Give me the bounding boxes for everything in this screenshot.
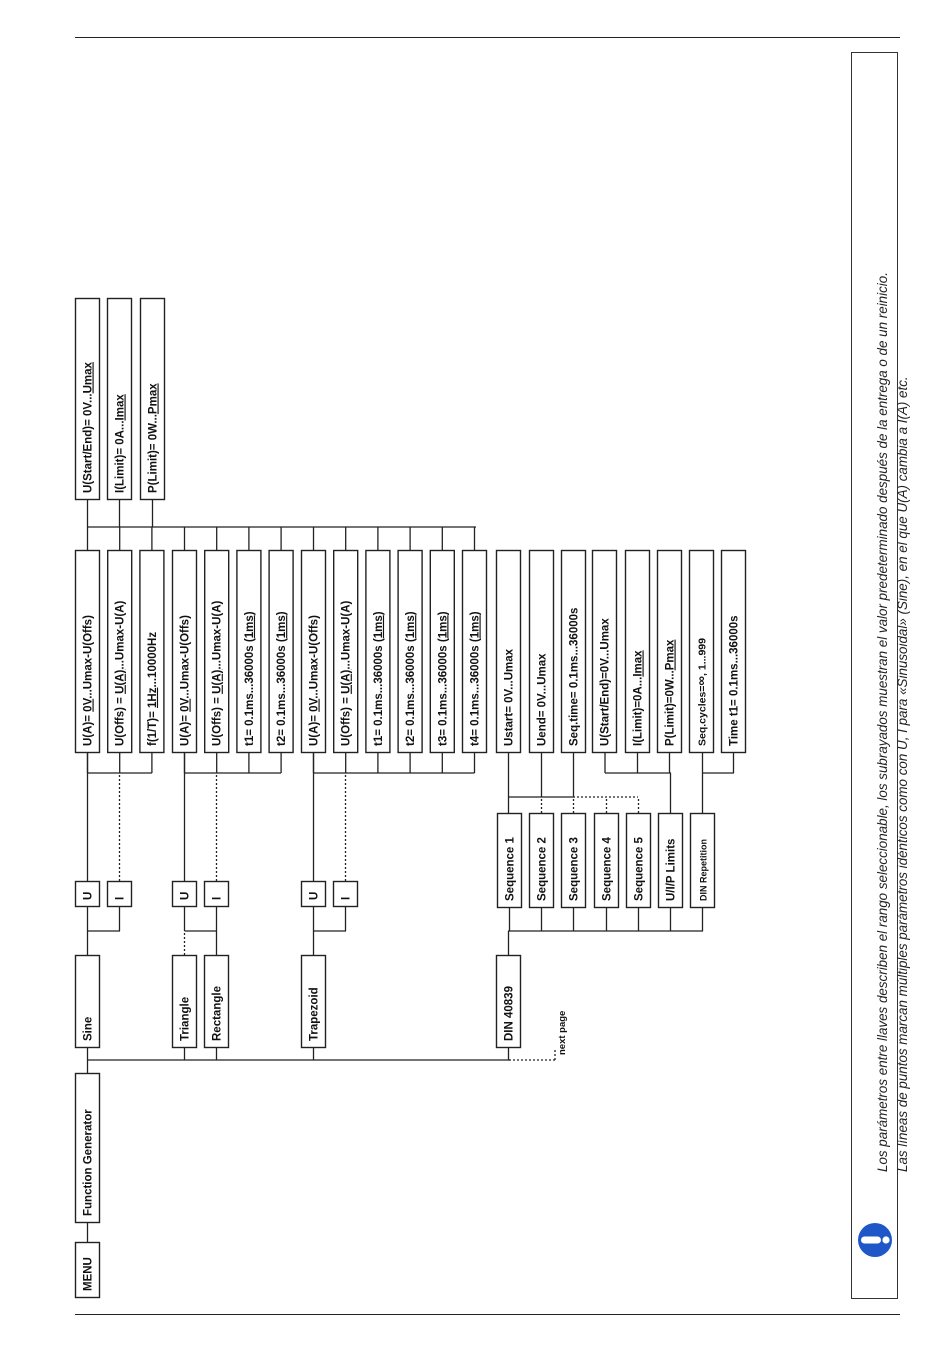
next-page-label: next page: [557, 1011, 568, 1055]
din-param-6: P(Limit)=0W...Pmax: [665, 639, 677, 746]
sine-i-selector-box: [106, 880, 133, 908]
sine-param-2: U(Offs) = U(A)...Umax-U(A): [115, 600, 127, 746]
waveform-sine-box: [74, 954, 101, 1049]
din-item-2-box: [528, 812, 555, 909]
info-note-box: [851, 52, 898, 1299]
din-param-1-box: [495, 549, 522, 754]
din-param-4-box: [591, 549, 618, 754]
sine-u-selector: U: [83, 892, 95, 900]
sine-i-selector: I: [115, 897, 127, 900]
note-line-1: Los parámetros entre llaves describen el…: [875, 272, 890, 1172]
din-item-7: DIN Repetition: [699, 839, 709, 901]
din-item-5-box: [625, 812, 652, 909]
din-item-2: Sequence 2: [537, 837, 549, 901]
info-icon: [858, 1223, 892, 1257]
din-item-3: Sequence 3: [569, 837, 581, 901]
waveform-trapezoid-box: [300, 954, 327, 1049]
din-param-8-box: [720, 549, 747, 754]
din-param-7-box: [688, 549, 715, 754]
limit-i: I(Limit)= 0A...Imax: [115, 394, 127, 493]
din-item-1-box: [496, 812, 523, 909]
din-param-2-box: [528, 549, 555, 754]
limit-p: P(Limit)= 0W...Pmax: [148, 383, 160, 493]
waveform-triangle: Triangle: [180, 997, 192, 1041]
tri-rect-param-2-box: [203, 549, 230, 754]
trap-i-selector: I: [341, 897, 353, 900]
limit-u-start-end-box: [74, 297, 101, 501]
tri-rect-param-3-box: [236, 549, 262, 754]
din-param-5: I(Limit)=0A...Imax: [633, 650, 645, 746]
tri-rect-u-selector: U: [180, 892, 192, 900]
waveform-triangle-box: [171, 954, 198, 1049]
top-rule: [75, 37, 900, 38]
sine-param-2-box: [106, 549, 133, 754]
din-item-4: Sequence 4: [602, 836, 614, 901]
tri-rect-i-selector-box: [203, 880, 230, 908]
din-param-7: Seq.cycles=∞, 1...999: [694, 638, 709, 746]
din-param-4: U(Start/End)=0V...Umax: [600, 618, 612, 746]
menu-label: MENU: [83, 1257, 95, 1291]
din-item-1: Sequence 1: [505, 836, 517, 901]
waveform-sine: Sine: [83, 1017, 95, 1041]
waveform-rectangle-box: [203, 954, 230, 1049]
sine-param-1: U(A)= 0V...Umax-U(Offs): [83, 615, 95, 746]
waveform-trapezoid: Trapezoid: [309, 987, 321, 1041]
din-param-5-box: [624, 549, 651, 754]
trap-param-1-box: [300, 549, 327, 754]
tri-rect-param-4: t2= 0.1ms...36000s (1ms): [276, 611, 288, 746]
tri-rect-param-1: U(A)= 0V...Umax-U(Offs): [180, 615, 192, 746]
trap-param-4-box: [397, 549, 423, 754]
waveform-din-box: [495, 954, 522, 1049]
trap-param-1: U(A)= 0V...Umax-U(Offs): [309, 615, 321, 746]
limit-i-box: [106, 297, 133, 501]
din-param-6-box: [656, 549, 683, 754]
trap-param-6-box: [461, 549, 488, 754]
bottom-rule: [75, 1314, 900, 1315]
trap-u-selector: U: [309, 892, 321, 900]
trap-param-2-box: [333, 549, 359, 754]
din-param-1: Ustart= 0V...Umax: [504, 648, 516, 746]
trap-param-4: t2= 0.1ms...36000s (1ms): [405, 611, 417, 746]
sine-param-3: f(1/T)= 1Hz...10000Hz: [147, 632, 159, 746]
din-param-3-box: [560, 549, 587, 754]
trap-u-selector-box: [300, 880, 327, 908]
trap-param-5-box: [429, 549, 455, 754]
din-item-3-box: [560, 812, 587, 909]
tri-rect-param-1-box: [171, 549, 198, 754]
sine-param-3-box: [139, 549, 165, 754]
din-item-4-box: [593, 812, 620, 909]
tri-rect-param-3: t1= 0.1ms...36000s (1ms): [244, 611, 256, 746]
trap-param-6: t4= 0.1ms...36000s (1ms): [470, 611, 482, 746]
tri-rect-param-2: U(Offs) = U(A)...Umax-U(A): [212, 600, 224, 746]
function-generator-label-box: [74, 1072, 101, 1224]
din-param-8: Time t1= 0.1ms...36000s: [729, 615, 741, 746]
trap-i-selector-box: [332, 880, 359, 908]
trap-param-3-box: [365, 549, 391, 754]
waveform-rectangle: Rectangle: [212, 986, 224, 1041]
tri-rect-i-selector: I: [212, 897, 224, 900]
din-param-3: Seq.time= 0.1ms...36000s: [569, 608, 581, 746]
din-param-2: Uend= 0V...Umax: [537, 653, 549, 746]
trap-param-5: t3= 0.1ms...36000s (1ms): [437, 611, 449, 746]
tri-rect-param-4-box: [268, 549, 294, 754]
limit-p-box: [139, 297, 166, 501]
din-item-6: U/I/P Limits: [666, 839, 678, 901]
trap-param-3: t1= 0.1ms...36000s (1ms): [373, 611, 385, 746]
din-item-6-box: [657, 812, 684, 909]
note-line-2: Las líneas de puntos marcan múltiples pa…: [895, 376, 910, 1172]
sine-param-1-box: [74, 549, 101, 754]
menu-label-box: [74, 1241, 101, 1299]
tri-rect-u-selector-box: [171, 880, 198, 908]
din-item-5: Sequence 5: [634, 836, 646, 901]
info-note-text: Los parámetros entre llaves describen el…: [873, 272, 913, 1172]
function-generator-label: Function Generator: [83, 1109, 95, 1216]
limit-u-start-end: U(Start/End)= 0V...Umax: [83, 361, 95, 493]
waveform-din: DIN 40839: [504, 986, 516, 1041]
din-item-7-box: [689, 812, 716, 909]
sine-u-selector-box: [74, 880, 101, 908]
trap-param-2: U(Offs) = U(A)...Umax-U(A): [341, 600, 353, 746]
